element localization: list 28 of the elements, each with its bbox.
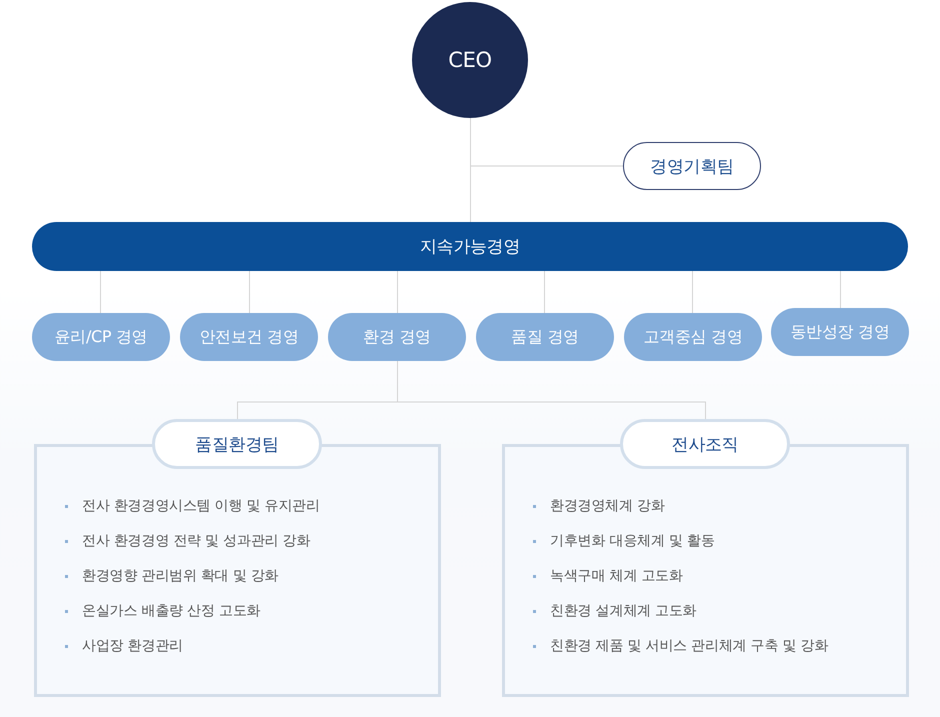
pill-box: 윤리/CP 경영 bbox=[32, 313, 170, 361]
circle-node: CEO bbox=[412, 2, 528, 118]
list-item: 전사 환경경영 전략 및 성과관리 강화 bbox=[82, 532, 310, 551]
pill-box: 환경 경영 bbox=[328, 313, 466, 361]
pill-box: 경영기획팀 bbox=[623, 142, 761, 190]
list-item: 기후변화 대응체계 및 활동 bbox=[550, 532, 715, 551]
connector-line bbox=[840, 270, 841, 308]
list-item: 친환경 제품 및 서비스 관리체계 구축 및 강화 bbox=[550, 637, 828, 656]
connector-line bbox=[544, 270, 545, 314]
list-item: 전사 환경경영시스템 이행 및 유지관리 bbox=[82, 497, 320, 516]
heading-pill: 전사조직 bbox=[620, 419, 790, 469]
connector-line bbox=[470, 118, 624, 166]
list-item: 사업장 환경관리 bbox=[82, 637, 183, 656]
connector-line bbox=[100, 270, 101, 314]
pill-box: 고객중심 경영 bbox=[624, 313, 762, 361]
heading-pill: 품질환경팀 bbox=[152, 419, 322, 469]
connector-line bbox=[249, 270, 250, 314]
connector-line bbox=[692, 270, 693, 314]
pill-box: 안전보건 경영 bbox=[180, 313, 318, 361]
pill-box: 동반성장 경영 bbox=[771, 308, 909, 356]
list-item: 환경경영체계 강화 bbox=[550, 497, 665, 516]
list-item: 녹색구매 체계 고도화 bbox=[550, 567, 683, 586]
banner-bar: 지속가능경영 bbox=[32, 222, 908, 271]
list-item: 친환경 설계체계 고도화 bbox=[550, 602, 697, 621]
pill-box: 품질 경영 bbox=[476, 313, 614, 361]
list-item: 온실가스 배출량 산정 고도화 bbox=[82, 602, 260, 621]
connector-line bbox=[397, 270, 398, 314]
list-item: 환경영향 관리범위 확대 및 강화 bbox=[82, 567, 278, 586]
